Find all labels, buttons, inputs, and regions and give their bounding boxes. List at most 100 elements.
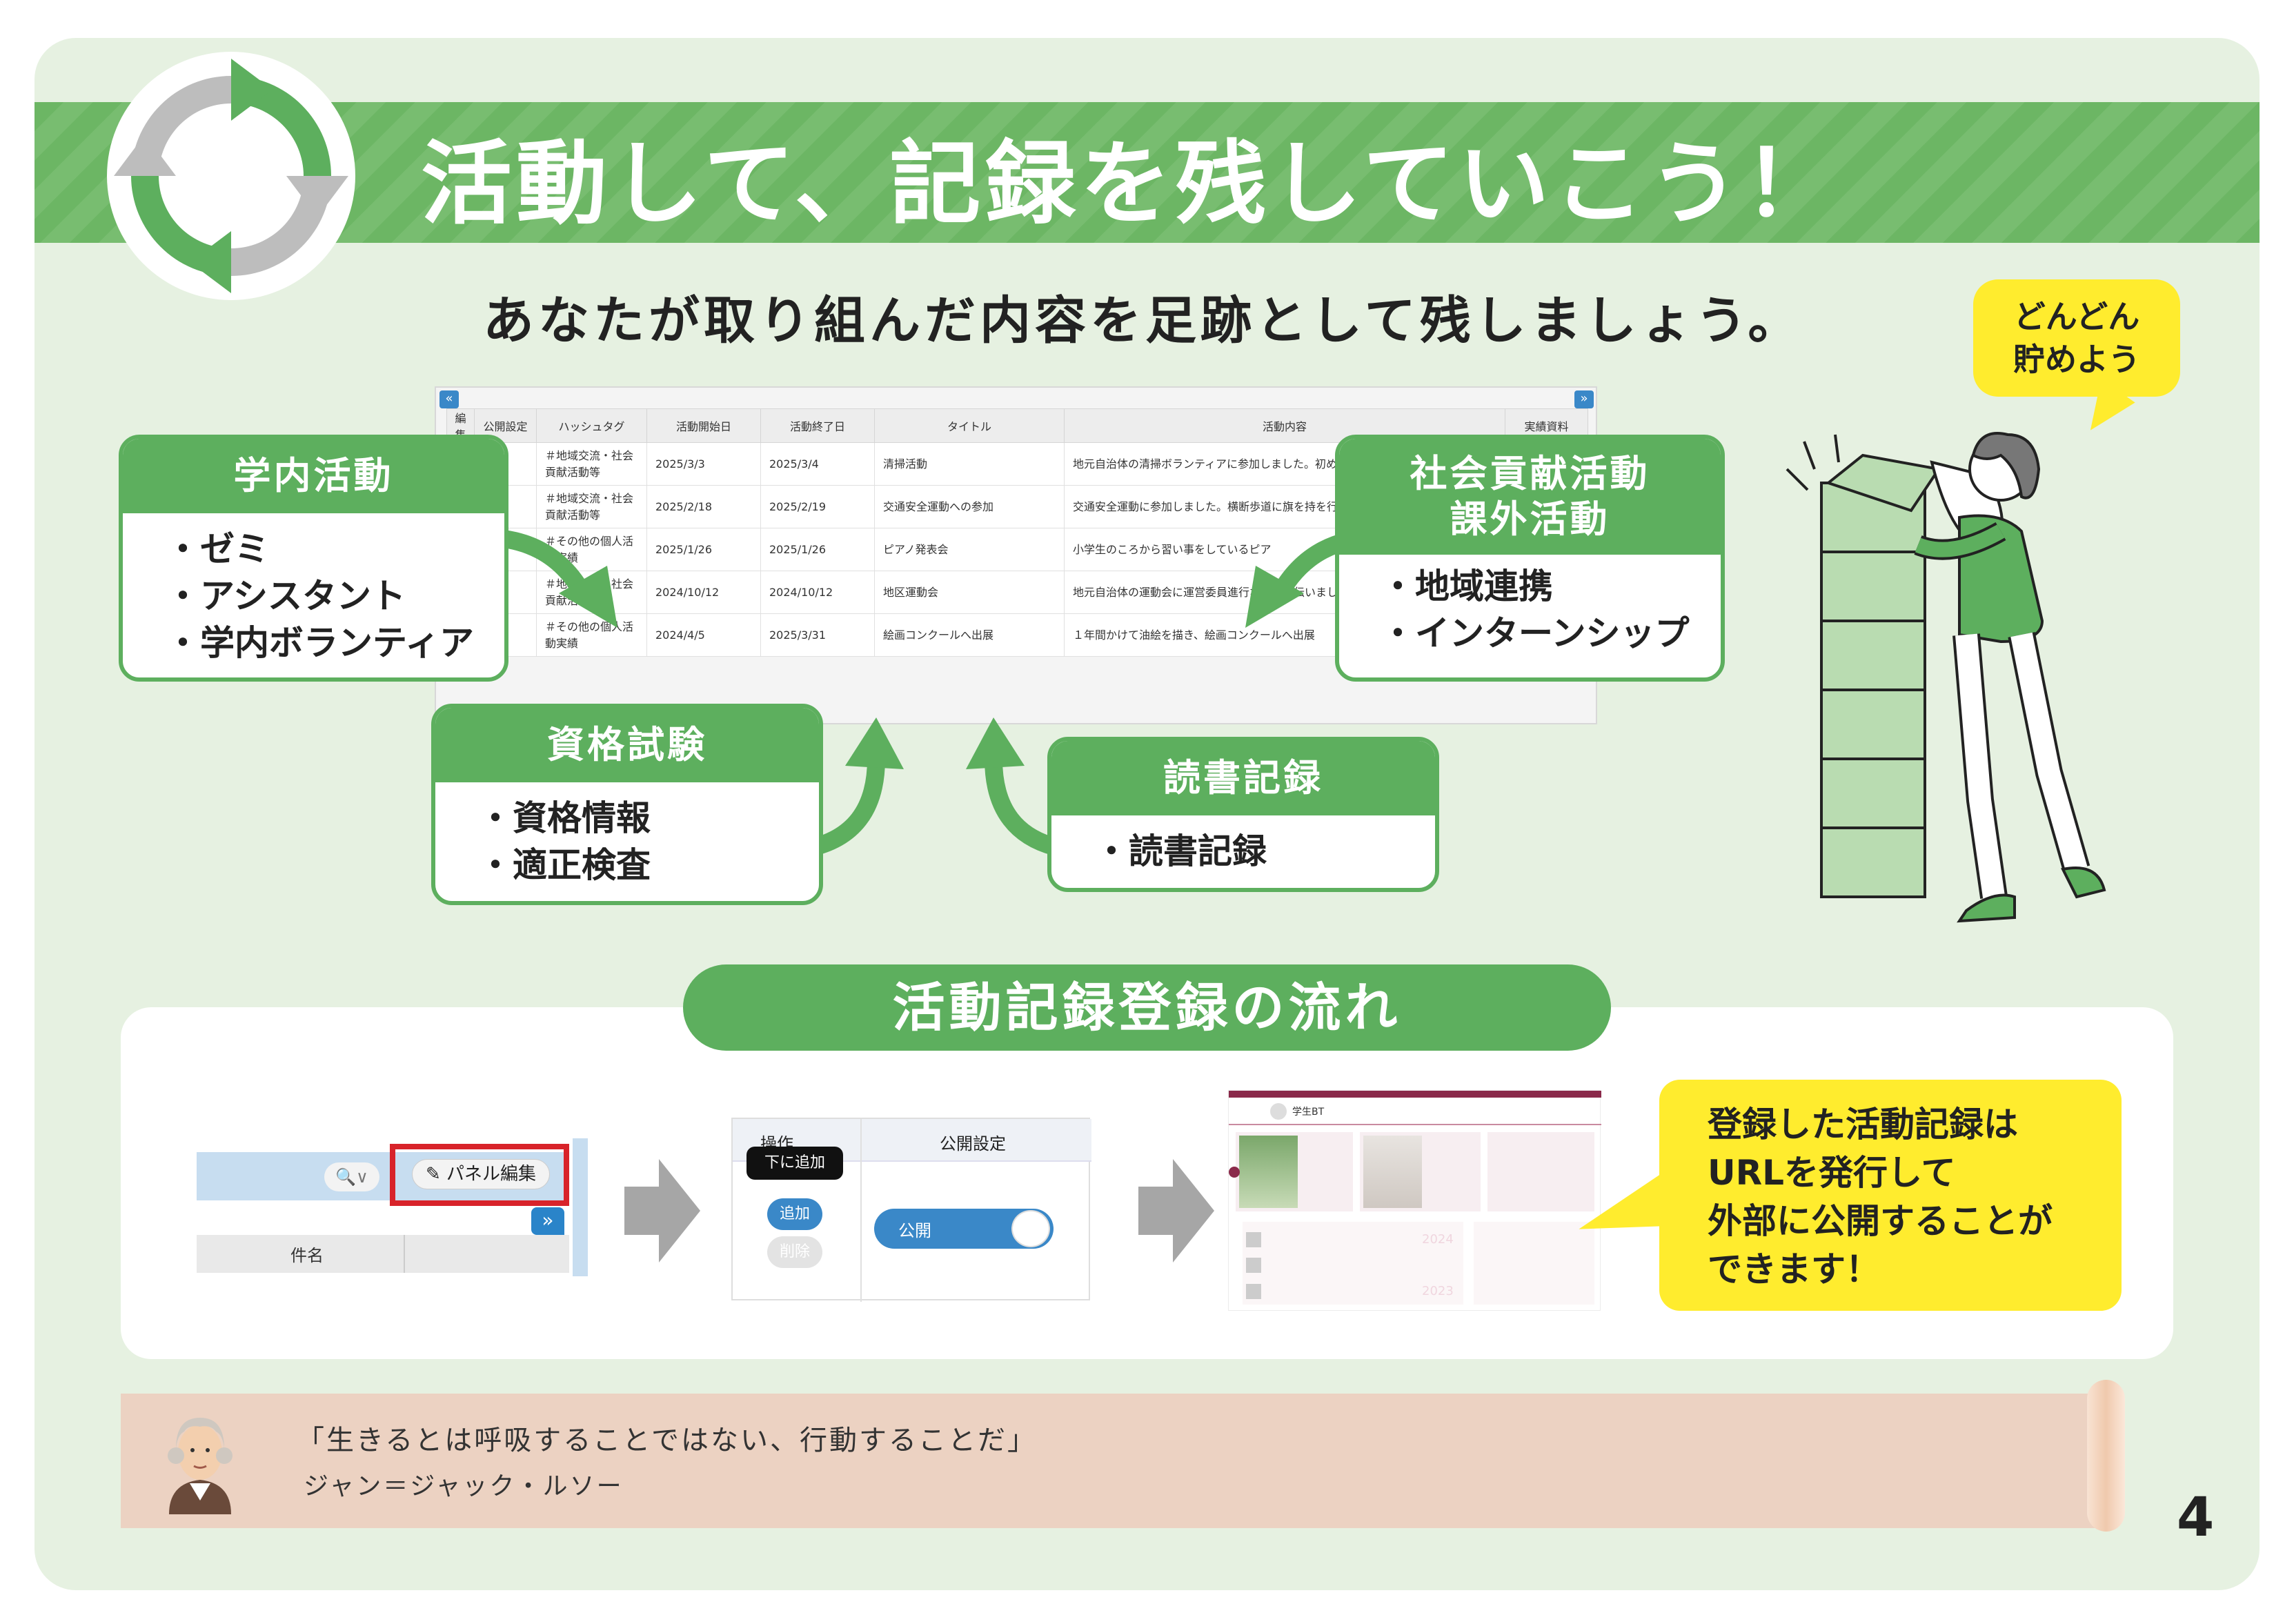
site-nav-line — [1229, 1124, 1601, 1125]
year-label: 2023 — [1422, 1284, 1454, 1298]
card[interactable] — [1487, 1132, 1594, 1211]
category-item: ・インターンシップ — [1381, 613, 1690, 653]
cell-hashtag: ＃その他の個人活動実績 — [536, 613, 647, 657]
category-item: ・読書記録 — [1094, 831, 1267, 871]
cell-start: 2024/4/5 — [646, 613, 761, 657]
callout-line: URLを発行して — [1708, 1153, 1956, 1193]
expand-chevron-button[interactable]: » — [531, 1207, 564, 1235]
site-header-bar — [1229, 1091, 1601, 1098]
toggle-knob — [1011, 1210, 1050, 1247]
card-image — [1239, 1136, 1298, 1208]
curved-arrow-icon — [966, 717, 1065, 858]
col-publish-setting: 公開設定 — [940, 1134, 1006, 1153]
callout-line: 外部に公開することが — [1708, 1201, 2053, 1241]
flow-arrow-right-icon — [624, 1159, 700, 1262]
category-item: ・アシスタント — [166, 576, 406, 616]
quote-scroll — [121, 1394, 2108, 1528]
page-number: 4 — [2177, 1487, 2215, 1549]
cell-hashtag: ＃地域交流・社会貢献活動等 — [536, 442, 647, 486]
highlight-frame — [390, 1144, 569, 1206]
card[interactable] — [1236, 1132, 1353, 1211]
page-subtitle: あなたが取り組んだ内容を足跡として残しましょう。 — [483, 291, 1803, 350]
category-title-line-1: 社会貢献活動 — [1410, 452, 1650, 495]
category-campus-activities: 学内活動 ・ゼミ ・アシスタント ・学内ボランティア — [119, 435, 508, 682]
cell-end: 2024/10/12 — [760, 571, 875, 614]
card-image — [1363, 1136, 1422, 1208]
carousel-prev-icon[interactable] — [1229, 1167, 1240, 1178]
flow-step-1-panel-edit: 🔍∨ ✎ パネル編集 » 件名 — [197, 1138, 590, 1276]
list-item-thumbnail — [1246, 1258, 1261, 1273]
woman-stacking-boxes-illustration — [1786, 432, 2106, 923]
header-banner — [34, 102, 2260, 243]
flow-step-3-public-page: 学生BT 2024 2023 — [1228, 1090, 1601, 1311]
speech-bubble-save-more: どんどん貯めよう — [1973, 279, 2180, 397]
table-next-button[interactable]: » — [1574, 390, 1594, 408]
cell-title: 地区運動会 — [874, 571, 1065, 614]
callout-line: できます！ — [1708, 1249, 1880, 1289]
cell-start: 2025/3/3 — [646, 442, 761, 486]
category-social-activities: 社会貢献活動 課外活動 ・地域連携 ・インターンシップ — [1335, 435, 1725, 682]
cell-hashtag: ＃地域交流・社会貢献活動等 — [536, 485, 647, 528]
activity-list: 2024 2023 — [1243, 1222, 1463, 1305]
category-qualification-exams: 資格試験 ・資格情報 ・適正検査 — [431, 704, 823, 905]
page-title: 活動して、記録を残していこう！ — [421, 131, 1839, 237]
add-button[interactable]: 追加 — [767, 1198, 822, 1230]
sidebar-list — [1474, 1222, 1594, 1305]
cell-title: 交通安全運動への参加 — [874, 485, 1065, 528]
year-label: 2024 — [1422, 1232, 1454, 1247]
avatar — [1270, 1103, 1287, 1120]
cell-end: 2025/3/4 — [760, 442, 875, 486]
scroll-roll — [2087, 1380, 2125, 1532]
col-hashtag: ハッシュタグ — [536, 408, 647, 443]
cell-end: 2025/1/26 — [760, 528, 875, 571]
delete-button[interactable]: 削除 — [767, 1236, 822, 1268]
col-end-date: 活動終了日 — [760, 408, 875, 443]
list-item-thumbnail — [1246, 1284, 1261, 1299]
category-title: 資格試験 — [435, 708, 819, 782]
quote-author: ジャン＝ジャック・ルソー — [304, 1472, 624, 1501]
search-icon[interactable]: 🔍∨ — [324, 1162, 379, 1191]
cell-start: 2025/2/18 — [646, 485, 761, 528]
category-item: ・資格情報 — [478, 798, 651, 838]
category-title: 読書記録 — [1051, 741, 1435, 815]
cell-title: 清掃活動 — [874, 442, 1065, 486]
category-item: ・学内ボランティア — [166, 623, 474, 663]
cell-end: 2025/2/19 — [760, 485, 875, 528]
side-bar — [573, 1138, 588, 1276]
cell-end: 2025/3/31 — [760, 613, 875, 657]
table-header-row — [197, 1235, 569, 1273]
bubble-line-1: どんどん — [2013, 297, 2140, 335]
cell-title: 絵画コンクールへ出展 — [874, 613, 1065, 657]
panel-edit-button[interactable]: ✎ パネル編集 — [412, 1159, 550, 1189]
category-title: 学内活動 — [123, 439, 504, 513]
panel-edit-label: パネル編集 — [446, 1164, 537, 1185]
rousseau-portrait-icon — [168, 1418, 233, 1514]
bubble-line-2: 貯めよう — [2013, 341, 2140, 378]
flow-step-2-publish-setting: 操作 公開設定 下に追加 追加 削除 公開 — [731, 1118, 1091, 1302]
cell-title: ピアノ発表会 — [874, 528, 1065, 571]
flow-arrow-right-icon — [1138, 1159, 1214, 1262]
col-start-date: 活動開始日 — [646, 408, 761, 443]
callout-line: 登録した活動記録は — [1708, 1105, 2018, 1145]
category-reading-records: 読書記録 ・読書記録 — [1047, 737, 1439, 892]
category-item: ・適正検査 — [478, 845, 651, 885]
publish-toggle-label: 公開 — [898, 1221, 931, 1240]
column-divider — [404, 1235, 405, 1273]
category-item: ・地域連携 — [1381, 566, 1553, 606]
card[interactable] — [1360, 1132, 1481, 1211]
cycle-arrows-icon — [107, 52, 355, 300]
cell-start: 2025/1/26 — [646, 528, 761, 571]
flow-section-title: 活動記録登録の流れ — [683, 964, 1611, 1051]
column-label-subject: 件名 — [290, 1246, 324, 1265]
col-title: タイトル — [874, 408, 1065, 443]
list-item-thumbnail — [1246, 1232, 1261, 1247]
quote-text: 「生きるとは呼吸することではない、行動することだ」 — [297, 1425, 1037, 1456]
public-url-callout: 登録した活動記録は URLを発行して 外部に公開することが できます！ — [1659, 1080, 2122, 1311]
table-prev-button[interactable]: « — [439, 390, 459, 408]
site-name: 学生BT — [1292, 1107, 1325, 1118]
cell-start: 2024/10/12 — [646, 571, 761, 614]
add-below-tooltip: 下に追加 — [746, 1147, 843, 1180]
column-divider — [860, 1119, 862, 1302]
category-item: ・ゼミ — [166, 529, 269, 569]
category-title-line-2: 課外活動 — [1450, 497, 1610, 541]
